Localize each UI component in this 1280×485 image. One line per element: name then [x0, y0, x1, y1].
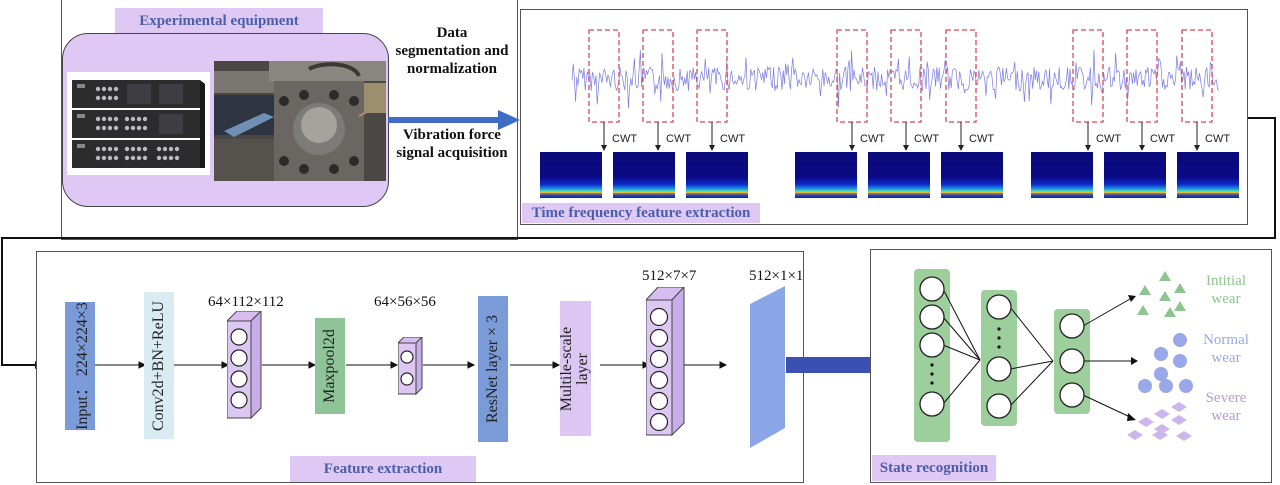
multiscale-block-label: Multile-scale layer [558, 326, 592, 411]
acquisition-label: Vibration force signal acquisition [389, 126, 515, 162]
state-recognition-title: State recognition [872, 455, 996, 481]
input-block-label: Input： 224×224×3 [74, 302, 92, 430]
preprocess-line1: Data [436, 25, 468, 41]
time-frequency-title: Time frequency feature extraction [522, 203, 760, 223]
cwt-spectrogram [868, 152, 930, 198]
fc-vector-layer [750, 286, 785, 448]
class-initial-line1: Intitial [1206, 273, 1246, 289]
cwt-arrowhead [655, 145, 661, 151]
cwt-arrowhead [601, 145, 607, 151]
dim-64x112x112: 64×112×112 [208, 294, 284, 310]
class-initial-line2: wear [1211, 291, 1241, 307]
daq-instrument-icon [72, 80, 205, 168]
input-block: Input： 224×224×3 [65, 302, 95, 430]
cwt-label: CWT [720, 133, 746, 145]
resnet-block-label: ResNet layer × 3 [484, 314, 502, 424]
acquisition-line2: signal acquisition [396, 145, 508, 161]
class-severe-line1: Severe [1205, 390, 1247, 406]
feature-map-64x112x112 [227, 311, 262, 420]
cwt-spectrogram [613, 152, 675, 198]
feature-map-512x7x7 [646, 287, 685, 437]
cwt-spectrogram [686, 152, 748, 198]
cwt-arrowhead [709, 145, 715, 151]
cwt-label: CWT [969, 133, 995, 145]
initial-wear-triangles [1137, 271, 1186, 317]
cwt-arrowhead [1139, 145, 1145, 151]
cwt-spectrogram [1104, 152, 1166, 198]
cwt-spectrogram [1177, 152, 1239, 198]
dim-512x7x7: 512×7×7 [642, 268, 697, 284]
class-severe-wear: Severe wear [1191, 389, 1261, 425]
class-initial-wear: Intitial wear [1191, 272, 1261, 308]
severe-wear-diamonds [1127, 402, 1192, 441]
maxpool-block: Maxpool2d [315, 318, 345, 414]
cwt-arrowhead [1085, 145, 1091, 151]
preprocess-line2: segmentation and [395, 43, 509, 59]
cwt-arrowhead [958, 145, 964, 151]
class-severe-line2: wear [1211, 408, 1241, 424]
cwt-spectrogram [795, 152, 857, 198]
preprocess-line3: normalization [407, 61, 497, 77]
class-normal-wear: Normal wear [1191, 331, 1261, 367]
dim-64x56x56: 64×56×56 [374, 294, 436, 310]
cwt-label: CWT [612, 133, 638, 145]
cwt-spectrogram [1031, 152, 1093, 198]
normal-wear-circles [1138, 333, 1193, 393]
preprocess-label: Data segmentation and normalization [389, 24, 515, 78]
class-normal-line2: wear [1211, 350, 1241, 366]
conv-block-label: Conv2d+BN+ReLU [150, 300, 168, 431]
classifier-network [914, 269, 1193, 442]
vibration-signal-waveform [571, 49, 1220, 109]
multiscale-line1: Multile-scale [558, 326, 576, 411]
cwt-spectrogram [941, 152, 1003, 198]
dim-512x1x1: 512×1×1 [749, 268, 804, 284]
resnet-block: ResNet layer × 3 [478, 296, 508, 442]
feature-extraction-title: Feature extraction [290, 456, 476, 482]
conv-block: Conv2d+BN+ReLU [144, 292, 174, 439]
cwt-spectrogram [540, 152, 602, 198]
lathe-photo [214, 61, 386, 181]
cwt-arrowhead [849, 145, 855, 151]
equipment-title: Experimental equipment [115, 8, 323, 34]
cwt-label: CWT [1150, 133, 1176, 145]
class-normal-line1: Normal [1203, 332, 1249, 348]
blue-flow-arrow-icon [388, 110, 520, 130]
lathe-tool-icon [214, 61, 386, 181]
acquisition-line1: Vibration force [403, 127, 501, 143]
feature-map-64x56x56 [398, 337, 423, 396]
vibration-signal-plot [571, 29, 1220, 151]
cwt-label: CWT [1205, 133, 1231, 145]
multiscale-line2: layer [574, 352, 592, 385]
cwt-label: CWT [914, 133, 940, 145]
cwt-arrowhead [1194, 145, 1200, 151]
multiscale-block: Multile-scale layer [558, 301, 592, 436]
cwt-label: CWT [666, 133, 692, 145]
ellipsis-dots [930, 327, 1001, 385]
feature-flow-arrows [89, 361, 728, 369]
maxpool-block-label: Maxpool2d [321, 329, 338, 403]
cwt-label: CWT [1096, 133, 1122, 145]
cwt-arrowhead [903, 145, 909, 151]
daq-instrument-photo [67, 72, 210, 175]
cwt-label: CWT [860, 133, 886, 145]
